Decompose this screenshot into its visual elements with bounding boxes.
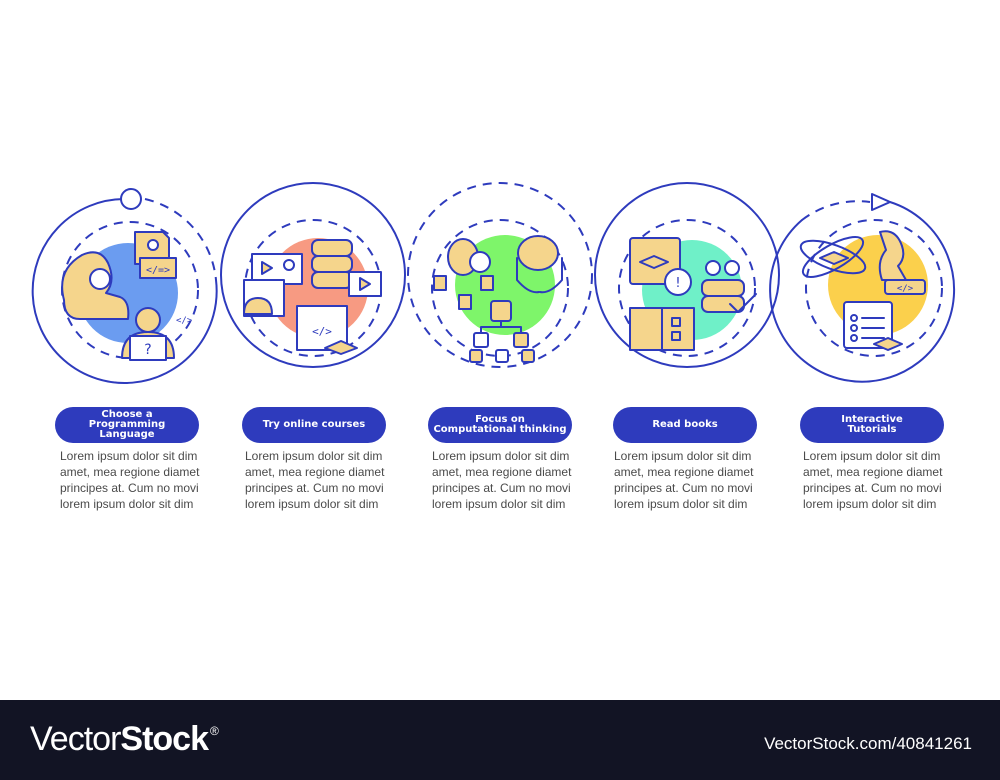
- svg-text:</>: </>: [897, 284, 914, 294]
- svg-text:</=>: </=>: [146, 265, 170, 276]
- step-1-title-pill: Choose a Programming Language: [55, 407, 199, 443]
- programmer-confused-icon: </=> ? </>: [61, 231, 193, 361]
- online-courses-icon: </>: [243, 239, 382, 355]
- step-4-title-pill: Read books: [613, 407, 757, 443]
- logo-regular-text: Vector: [30, 720, 121, 758]
- start-node-icon: [120, 188, 142, 210]
- step-1-circle-group: </=> ? </>: [31, 188, 218, 384]
- circles-graphic: .ln{fill:none;stroke:#2e3bbd;stroke-widt…: [31, 182, 956, 384]
- step-5-circle-group: </>: [769, 193, 956, 383]
- step-4-description: Lorem ipsum dolor sit dim amet, mea regi…: [614, 449, 754, 511]
- logo-bold-text: Stock: [120, 720, 209, 758]
- step-3-description: Lorem ipsum dolor sit dim amet, mea regi…: [432, 449, 572, 511]
- step-3-circle-group: [407, 182, 593, 368]
- registered-mark: ®: [209, 724, 219, 738]
- svg-text:</>: </>: [312, 325, 332, 338]
- svg-text:</>: </>: [176, 316, 193, 326]
- step-5-description: Lorem ipsum dolor sit dim amet, mea regi…: [803, 449, 943, 511]
- vectorstock-logo: VectorStock®: [30, 720, 219, 759]
- step-2-title-pill: Try online courses: [242, 407, 386, 443]
- svg-text:!: !: [675, 276, 680, 291]
- image-reference: VectorStock.com/40841261: [764, 734, 972, 753]
- step-4-circle-group: !: [594, 182, 780, 368]
- interactive-tutorials-icon: </>: [799, 230, 926, 351]
- watermark-footer: VectorStock® VectorStock.com/40841261: [0, 700, 1000, 780]
- step-3-title-pill: Focus on Computational thinking: [428, 407, 572, 443]
- end-arrow-icon: [871, 193, 891, 211]
- svg-text:?: ?: [144, 342, 151, 358]
- infographic-diagram: .ln{fill:none;stroke:#2e3bbd;stroke-widt…: [31, 182, 956, 511]
- step-5-title-pill: Interactive Tutorials: [800, 407, 944, 443]
- computational-thinking-icon: [433, 235, 563, 363]
- step-2-circle-group: </>: [220, 182, 406, 368]
- step-1-description: Lorem ipsum dolor sit dim amet, mea regi…: [60, 449, 200, 511]
- read-books-icon: !: [629, 237, 757, 351]
- step-2-description: Lorem ipsum dolor sit dim amet, mea regi…: [245, 449, 385, 511]
